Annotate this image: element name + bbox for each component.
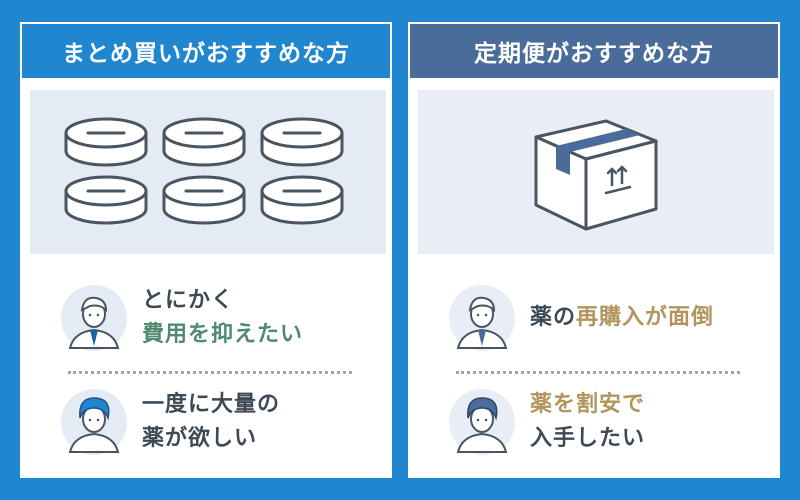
pill-icon [162,175,246,225]
bulk-buy-header: まとめ買いがおすすめな方 [22,24,390,78]
pill-icon [260,175,344,225]
subscription-reason-1-a: 薬の [530,305,577,330]
subscription-panel: 定期便がおすすめな方 薬の再購入が面倒 [408,22,780,478]
subscription-reason-1-b: 再購入が面倒 [576,305,715,330]
bulk-reason-2: 一度に大量の 薬が欲しい [60,382,380,462]
bulk-buy-panel: まとめ買いがおすすめな方 [20,22,392,478]
subscription-reason-2-line2: 入手したい [530,426,646,451]
subscription-reason-2: 薬を割安で 入手したい [448,382,768,462]
pills-illustration [30,90,386,254]
bulk-reason-1: とにかく 費用を抑えたい [60,278,380,358]
pill-group-icon [64,117,344,225]
bulk-buy-title: まとめ買いがおすすめな方 [62,41,350,67]
bulk-reason-2-line2: 薬が欲しい [142,426,258,451]
cardboard-box-icon [534,119,658,231]
person-avatar-icon [449,285,515,351]
pill-icon [64,117,148,167]
person-avatar-icon [61,285,127,351]
pill-icon [162,117,246,167]
person-avatar-icon [449,389,515,455]
box-illustration [418,90,774,254]
pill-icon [260,117,344,167]
divider [68,371,352,374]
person-avatar-icon [61,389,127,455]
pill-icon [64,175,148,225]
divider [456,371,740,374]
bulk-reason-1-line2: 費用を抑えたい [142,322,304,347]
subscription-reason-1-line: 薬の再購入が面倒 [530,301,714,335]
subscription-reason-1: 薬の再購入が面倒 [448,278,768,358]
subscription-header: 定期便がおすすめな方 [410,24,778,78]
subscription-title: 定期便がおすすめな方 [474,41,714,67]
subscription-reason-2-line1: 薬を割安で [530,392,646,417]
bulk-reason-1-line1: とにかく [142,288,235,313]
bulk-reason-2-line1: 一度に大量の [142,392,281,417]
